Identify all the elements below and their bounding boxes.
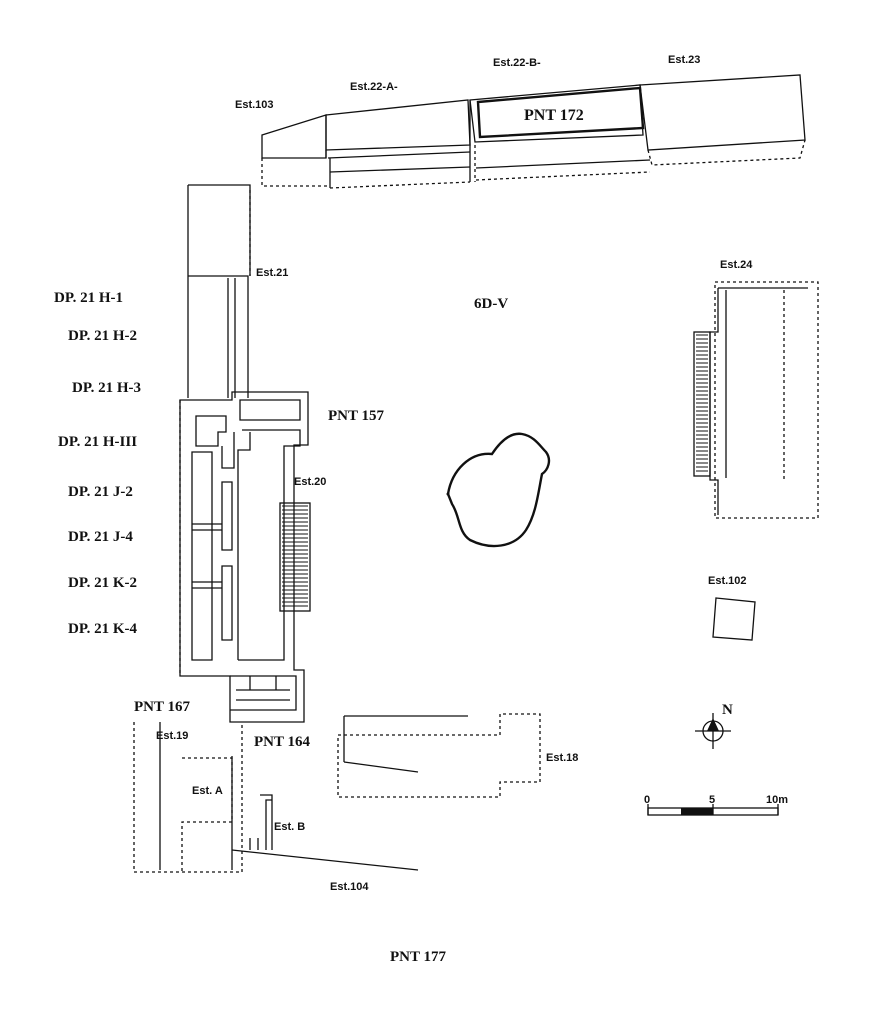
trench-label: DP. 21 H-III <box>58 434 137 450</box>
central-pit <box>446 432 551 548</box>
label-est22a: Est.22-A- <box>350 81 398 93</box>
label-est20: Est.20 <box>294 476 326 488</box>
trench-labels: DP. 21 H-1 DP. 21 H-2 DP. 21 H-3 DP. 21 … <box>54 290 141 637</box>
trench-label: DP. 21 K-4 <box>68 621 138 637</box>
est24-hatching <box>696 334 708 472</box>
trench-label: DP. 21 H-3 <box>72 380 141 396</box>
label-est103: Est.103 <box>235 99 274 111</box>
est102-square <box>712 597 756 641</box>
label-est19: Est.19 <box>156 730 188 742</box>
west-structures <box>179 184 311 723</box>
label-pnt177: PNT 177 <box>390 949 446 965</box>
trench-label: DP. 21 J-2 <box>68 484 133 500</box>
labels: Est.103 Est.22-A- Est.22-B- Est.23 PNT 1… <box>134 54 753 965</box>
label-est22b: Est.22-B- <box>493 57 541 69</box>
north-structures <box>261 74 806 189</box>
scale-tick-5: 5 <box>709 794 715 806</box>
label-estA: Est. A <box>192 785 223 797</box>
trench-label: DP. 21 J-4 <box>68 529 133 545</box>
label-est24: Est.24 <box>720 259 753 271</box>
est24-structure <box>693 281 819 519</box>
label-est102: Est.102 <box>708 575 747 587</box>
label-pnt172: PNT 172 <box>524 107 584 124</box>
trench-label: DP. 21 K-2 <box>68 575 137 591</box>
scale-tick-10: 10m <box>766 794 788 806</box>
north-arrow: N <box>695 702 733 749</box>
trench-label: DP. 21 H-2 <box>68 328 137 344</box>
scale-bar: 0 5 10m <box>644 794 788 816</box>
scale-tick-0: 0 <box>644 794 650 806</box>
label-pnt167: PNT 167 <box>134 699 190 715</box>
trench-label: DP. 21 H-1 <box>54 290 123 306</box>
label-est18: Est.18 <box>546 752 578 764</box>
est20-hatching <box>282 505 308 607</box>
label-estB: Est. B <box>274 821 305 833</box>
label-sector: 6D-V <box>474 296 508 312</box>
label-est104: Est.104 <box>330 881 369 893</box>
label-est23: Est.23 <box>668 54 700 66</box>
label-pnt164: PNT 164 <box>254 734 310 750</box>
north-label: N <box>722 702 733 718</box>
south-structures <box>133 713 541 873</box>
label-est21: Est.21 <box>256 267 288 279</box>
label-pnt157: PNT 157 <box>328 408 384 424</box>
